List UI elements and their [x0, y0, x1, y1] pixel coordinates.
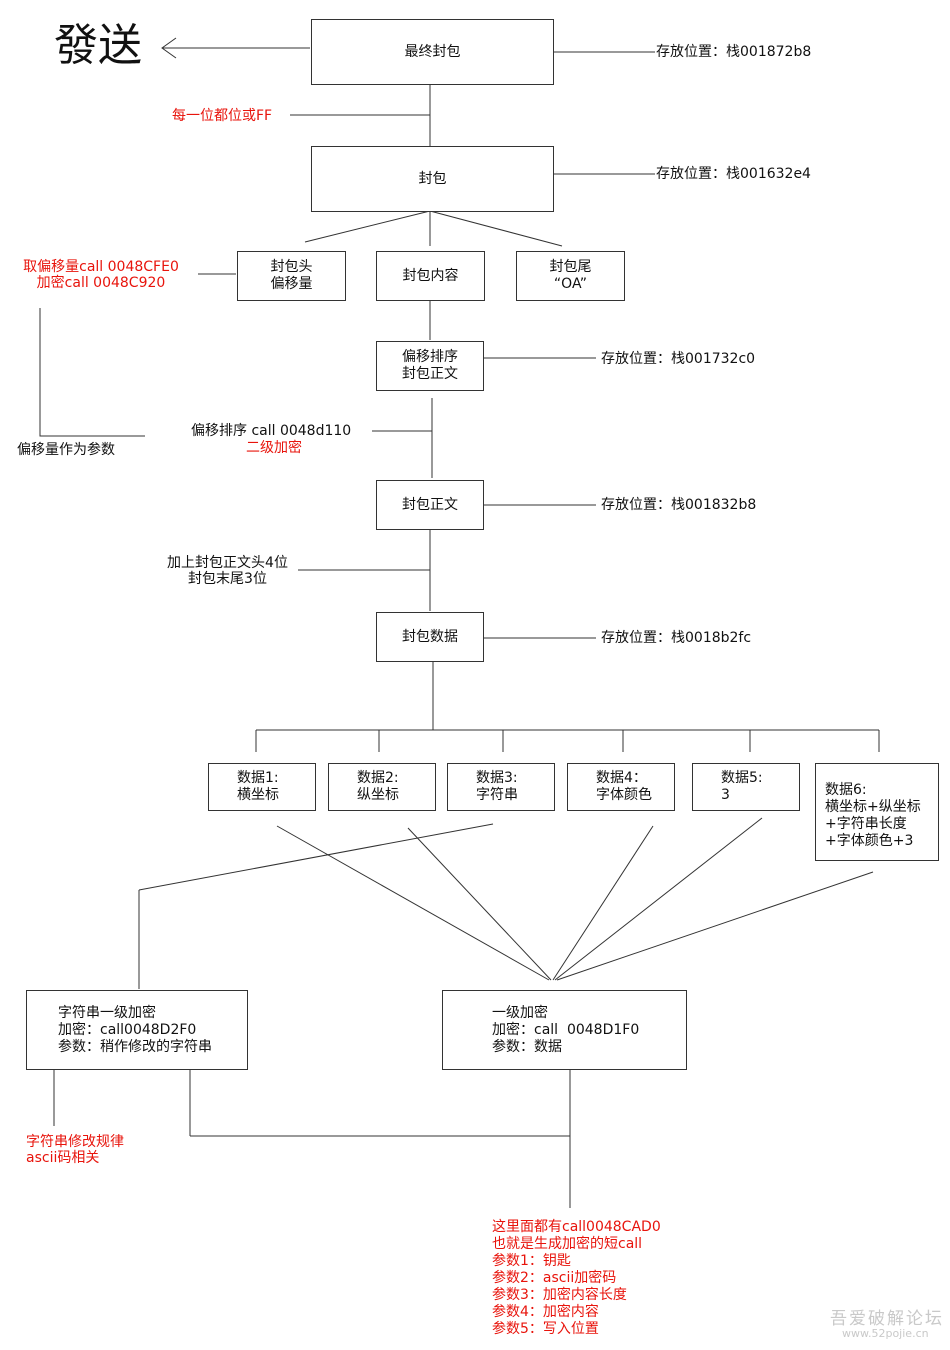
packet-body-label: 封包正文 [402, 496, 458, 513]
second-encrypt-label: 二级加密 [246, 440, 302, 456]
data1-box: 数据1: 横坐标 [208, 763, 316, 811]
send-title: 發送 [54, 20, 142, 71]
final-packet-box: 最终封包 [311, 19, 554, 85]
xor-ff-label: 每一位都位或FF [172, 108, 273, 124]
packet-content-label: 封包内容 [402, 267, 459, 284]
storage-sort-label: 存放位置：栈001732c0 [601, 351, 756, 367]
offset-call-label: 取偏移量call 0048CFE0 加密call 0048C920 [23, 259, 179, 291]
level1-encrypt-label: 一级加密 加密：call 0048D1F0 参数：数据 [492, 1005, 640, 1055]
data5-label: 数据5: 3 [721, 770, 763, 803]
data4-label: 数据4： 字体颜色 [596, 770, 652, 803]
offset-param-label: 偏移量作为参数 [17, 442, 115, 458]
packet-label: 封包 [418, 170, 447, 187]
packet-data-label: 封包数据 [402, 628, 458, 645]
storage-body-label: 存放位置：栈001832b8 [601, 497, 757, 513]
data5-box: 数据5: 3 [692, 763, 800, 811]
data1-label: 数据1: 横坐标 [237, 770, 279, 803]
string-encrypt-label: 字符串一级加密 加密：call0048D2F0 参数：稍作修改的字符串 [58, 1005, 212, 1055]
add-head-tail-label: 加上封包正文头4位 封包末尾3位 [167, 555, 288, 587]
string-encrypt-box: 字符串一级加密 加密：call0048D2F0 参数：稍作修改的字符串 [26, 990, 248, 1070]
data4-box: 数据4： 字体颜色 [567, 763, 675, 811]
data2-box: 数据2: 纵坐标 [328, 763, 436, 811]
packet-head-box: 封包头 偏移量 [237, 251, 346, 301]
string-rule-label: 字符串修改规律 ascii码相关 [26, 1134, 124, 1166]
storage-packet-label: 存放位置：栈001632e4 [656, 166, 811, 182]
storage-final-label: 存放位置：栈001872b8 [656, 44, 812, 60]
storage-data-label: 存放位置：栈0018b2fc [601, 630, 752, 646]
data6-box: 数据6: 横坐标+纵坐标 +字符串长度 +字体颜色+3 [815, 763, 939, 861]
final-packet-label: 最终封包 [404, 43, 461, 60]
watermark-url: www.52pojie.cn [842, 1327, 929, 1340]
offset-sort-box: 偏移排序 封包正文 [376, 341, 484, 391]
data3-label: 数据3: 字符串 [476, 770, 518, 803]
packet-content-box: 封包内容 [376, 251, 485, 301]
data6-label: 数据6: 横坐标+纵坐标 +字符串长度 +字体颜色+3 [825, 782, 921, 849]
packet-data-box: 封包数据 [376, 612, 484, 662]
offset-sort-label: 偏移排序 封包正文 [402, 349, 458, 382]
watermark-name: 吾爱破解论坛 [830, 1309, 944, 1329]
packet-tail-box: 封包尾 “OA” [516, 251, 625, 301]
data3-box: 数据3: 字符串 [447, 763, 555, 811]
short-call-label: 这里面都有call0048CAD0 也就是生成加密的短call 参数1：钥匙 参… [492, 1219, 661, 1337]
packet-head-label: 封包头 偏移量 [270, 259, 313, 292]
packet-box: 封包 [311, 146, 554, 212]
packet-body-box: 封包正文 [376, 480, 484, 530]
sort-call-label: 偏移排序 call 0048d110 [191, 423, 352, 439]
data2-label: 数据2: 纵坐标 [357, 770, 399, 803]
level1-encrypt-box: 一级加密 加密：call 0048D1F0 参数：数据 [442, 990, 687, 1070]
packet-tail-label: 封包尾 “OA” [549, 259, 592, 292]
